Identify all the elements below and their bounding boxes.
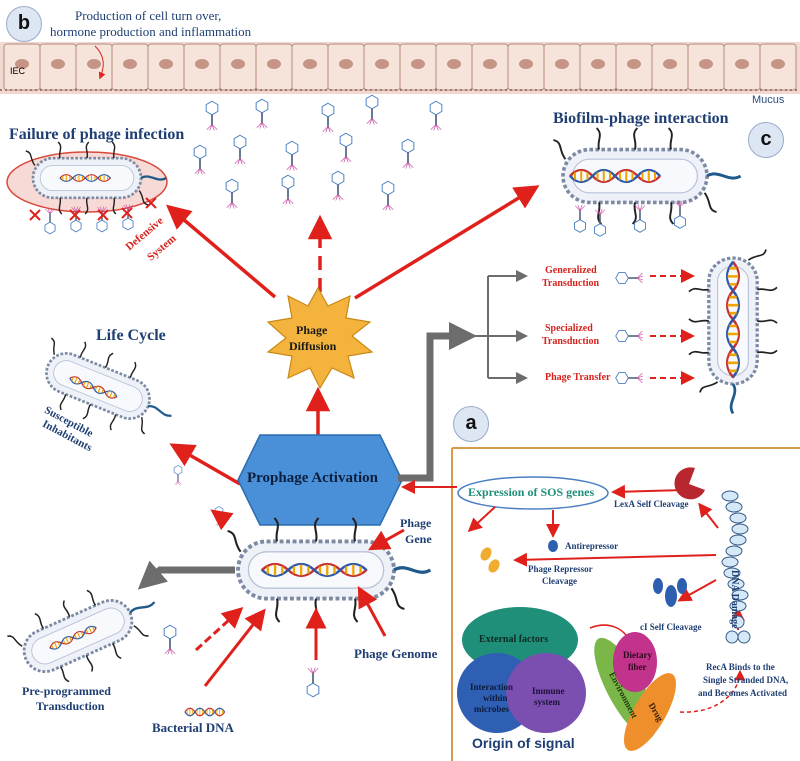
iec-label: IEC [10,66,26,76]
life-cycle-title: Life Cycle [96,327,166,344]
interaction-label-2: within [483,693,508,703]
dietary-label-2: fiber [628,662,647,672]
antirepressor-icon [548,540,558,552]
preprogrammed-label-2: Transduction [36,699,105,713]
panel-c-label: c [748,122,784,158]
repressor-label-2: Cleavage [542,576,577,586]
ci-icon [653,578,687,607]
phage-genome-label: Phage Genome [354,646,438,661]
bacteriophage-icon [173,464,224,527]
origin-of-signal-label: Origin of signal [472,735,575,751]
lexa-icon [674,467,705,500]
external-factors-label: External factors [479,634,549,645]
phage-gene-label-1: Phage [400,516,432,530]
lexa-label: LexA Self Cleavage [614,499,689,509]
bacteriophage-icon [163,624,320,698]
mucus-label: Mucus [752,94,785,106]
dietary-label-1: Dietary [623,650,652,660]
preprogrammed-label-1: Pre-programmed [22,684,111,698]
reca-label-3: and Becomes Activated [698,688,787,698]
failure-title: Failure of phage infection [9,126,185,143]
bacteriophage-icon [573,200,687,238]
panel-a-label: a [453,406,489,442]
reca-label-2: Single Stranded DNA, [703,675,789,685]
epithelium-note-2: hormone production and inflammation [50,24,252,39]
repressor-label-1: Phage Repressor [528,564,593,574]
interaction-label-1: Interaction [470,682,513,692]
immune-label-2: system [534,697,560,707]
epithelium-note-1: Production of cell turn over, [75,8,222,23]
specialized-label-1: Specialized [545,323,593,334]
phage-transfer-label: Phage Transfer [545,372,611,383]
generalized-label-1: Generalized [545,265,597,276]
phage-diffusion-label-1: Phage [296,323,328,337]
bacteriophage-icon [614,271,644,385]
specialized-label-2: Transduction [542,336,600,347]
dna-damage-icon [721,490,751,644]
ci-label: cI Self Cleavage [640,622,702,632]
phage-gene-label-2: Gene [405,532,432,546]
prophage-activation-label: Prophage Activation [247,470,378,486]
dna-damage-label: DNA Damage [729,570,740,629]
reca-label-1: RecA Binds to the [706,662,775,672]
panel-a-frame [451,447,800,761]
interaction-label-3: microbes [474,704,509,714]
intestinal-epithelium-icon [0,42,800,94]
phage-diffusion-label-2: Diffusion [289,339,337,353]
biofilm-title: Biofilm-phage interaction [553,110,729,127]
sos-label: Expression of SOS genes [468,485,595,499]
antirepressor-label: Antirepressor [565,541,619,551]
generalized-label-2: Transduction [542,278,600,289]
panel-b-label: b [6,6,42,42]
bacterial-dna-label: Bacterial DNA [152,720,234,735]
bacterium-icon [687,247,779,416]
immune-label-1: Immune [532,686,565,696]
repressor-icon [480,547,500,573]
origin-of-signal-cluster [457,607,676,751]
burst-star-icon [266,286,374,390]
bacteriophage-icon [193,94,443,212]
